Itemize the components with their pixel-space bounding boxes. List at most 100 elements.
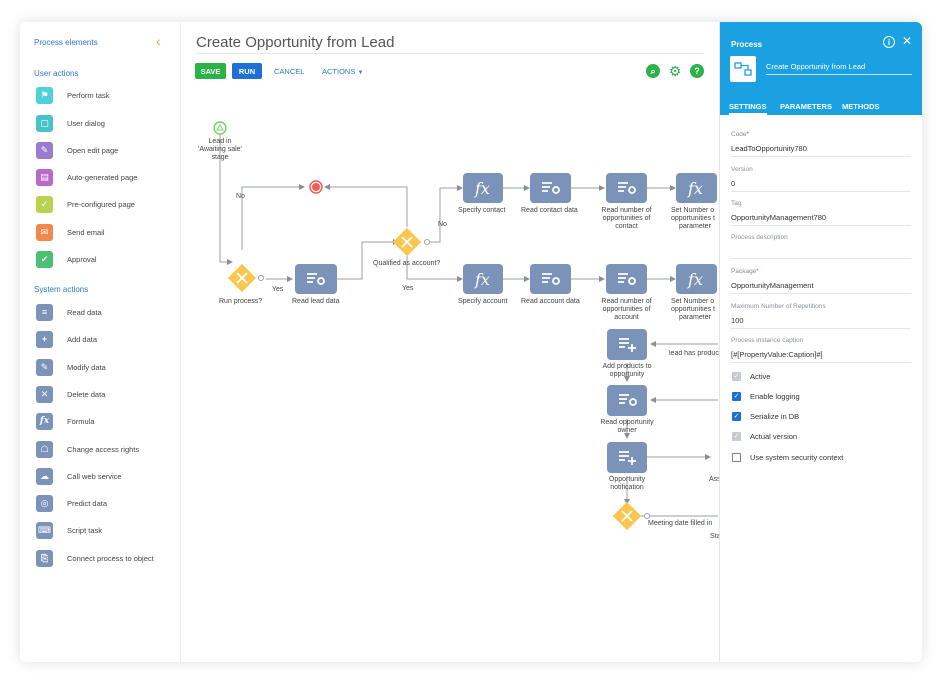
edit-page-icon: ✎ (36, 141, 53, 159)
label-start: Lead in'Awaiting sale'stage (198, 138, 242, 161)
flag-icon: ⚑ (36, 86, 53, 104)
process-thumbnail-icon (730, 56, 756, 82)
gateway-meeting-date (612, 501, 642, 531)
sidebar-item-perform-task[interactable]: ⚑Perform task (36, 86, 176, 104)
description-field[interactable] (731, 258, 911, 259)
label-meeting-date: Meeting date filled in (648, 520, 713, 527)
active-label: Active (750, 372, 771, 381)
max-repetitions-field[interactable]: 100 (731, 316, 744, 325)
label-run-process: Run process? (219, 298, 263, 305)
code-label: Code* (731, 131, 750, 138)
caret-down-icon: ▼ (357, 70, 364, 76)
add-data-icon: + (36, 330, 53, 348)
sidebar-item-script-task[interactable]: ⌨Script task (36, 521, 176, 539)
sidebar-item-approval[interactable]: ✔Approval (36, 250, 176, 268)
label-ass-fragment: Ass (709, 476, 721, 483)
actual-version-label: Actual version (750, 432, 798, 441)
package-field[interactable]: OpportunityManagement (731, 281, 814, 290)
save-button[interactable]: SAVE (195, 63, 226, 79)
process-name-field[interactable]: Create Opportunity from Lead (766, 62, 866, 71)
run-button[interactable]: RUN (232, 63, 262, 79)
actions-dropdown[interactable]: ACTIONS ▼ (322, 67, 363, 76)
info-icon[interactable]: i (883, 36, 895, 48)
sidebar-item-open-edit-page[interactable]: ✎Open edit page (36, 141, 176, 159)
caption-field[interactable]: [#[PropertyValue:Caption]#] (731, 350, 823, 359)
gateway-run-process (227, 263, 257, 293)
tag-label: Tag (731, 200, 742, 207)
sidebar-item-call-web-service[interactable]: ☁Call web service (36, 467, 176, 485)
start-event-icon (213, 121, 227, 135)
node-set-number-top (676, 173, 717, 203)
close-icon[interactable]: ✕ (902, 34, 913, 48)
tag-field[interactable]: OpportunityManagement780 (731, 213, 827, 222)
auto-page-icon: ▤ (36, 168, 53, 186)
process-diagram-canvas[interactable]: fx fx fx fx (20, 22, 922, 662)
sidebar-item-auto-generated-page[interactable]: ▤Auto-generated page (36, 168, 176, 186)
actions-label: ACTIONS (322, 67, 356, 76)
serialize-db-checkbox[interactable]: ✓ (732, 412, 741, 421)
sidebar-item-connect-process-to-object[interactable]: ⎘Connect process to object (36, 549, 176, 567)
node-specify-contact (463, 173, 503, 203)
node-set-number-bottom (676, 264, 717, 294)
help-icon[interactable]: ? (690, 64, 704, 78)
user-actions-title: User actions (34, 69, 79, 78)
flow-yes-to-account (406, 256, 463, 282)
security-context-checkbox[interactable] (732, 453, 741, 462)
node-add-products (607, 329, 647, 360)
enable-logging-checkbox[interactable]: ✓ (732, 392, 741, 401)
panel-header: Process i ✕ Create Opportunity from Lead… (720, 22, 922, 115)
process-designer-window: Process elements ‹ User actions ⚑Perform… (20, 22, 922, 662)
svg-text:fx: fx (474, 179, 490, 198)
node-specify-account (463, 264, 503, 294)
code-field[interactable]: LeadToOpportunity780 (731, 144, 807, 153)
sidebar-item-delete-data[interactable]: ✕Delete data (36, 385, 176, 403)
sidebar-item-change-access-rights[interactable]: ☖Change access rights (36, 440, 176, 458)
process-settings-panel: Process i ✕ Create Opportunity from Lead… (719, 22, 922, 662)
predict-data-icon: ◎ (36, 494, 53, 512)
svg-text:fx: fx (687, 179, 703, 198)
sidebar-item-user-dialog[interactable]: ▢User dialog (36, 114, 176, 132)
gear-icon[interactable]: ⚙ (668, 62, 682, 79)
modify-data-icon: ✎ (36, 358, 53, 376)
tab-methods[interactable]: METHODS (842, 102, 880, 111)
cancel-button[interactable]: CANCEL (274, 67, 305, 76)
sidebar-item-read-data[interactable]: ≡Read data (36, 303, 176, 321)
collapse-chevron-icon[interactable]: ‹ (156, 33, 161, 49)
sidebar-item-send-email[interactable]: ✉Send email (36, 223, 176, 241)
node-notification (607, 442, 647, 473)
sidebar-item-pre-configured-page[interactable]: ✓Pre-configured page (36, 195, 176, 213)
version-field[interactable]: 0 (731, 179, 736, 188)
gateway-qualified (392, 227, 422, 257)
delete-data-icon: ✕ (36, 385, 53, 403)
flow-no-to-end (241, 184, 305, 250)
connect-process-icon: ⎘ (36, 549, 53, 567)
label-read-lead: Read lead data (292, 298, 340, 305)
access-rights-icon: ☖ (36, 440, 53, 458)
node-read-owner (607, 385, 647, 416)
caption-label: Process instance caption (731, 337, 804, 344)
label-read-contact: Read contact data (521, 207, 578, 214)
node-read-num-contact (606, 173, 647, 203)
security-context-label: Use system security context (750, 453, 844, 462)
label-yes-mid: Yes (402, 285, 414, 292)
process-name-underline (766, 74, 912, 75)
sidebar-item-modify-data[interactable]: ✎Modify data (36, 358, 176, 376)
system-actions-title: System actions (34, 285, 89, 294)
node-read-contact (530, 173, 571, 203)
label-qualified: Qualified as account? (373, 260, 441, 267)
node-read-account (530, 264, 571, 294)
active-checkbox: ✓ (732, 372, 741, 381)
page-title: Create Opportunity from Lead (196, 34, 395, 51)
tab-parameters[interactable]: PARAMETERS (780, 102, 832, 111)
version-label: Version (731, 166, 753, 173)
tab-settings[interactable]: SETTINGS (729, 102, 767, 111)
flow-read-lead-to-gateway (337, 239, 399, 280)
sidebar-item-predict-data[interactable]: ◎Predict data (36, 494, 176, 512)
search-icon[interactable]: ⌕ (646, 64, 660, 78)
sidebar-item-add-data[interactable]: +Add data (36, 330, 176, 348)
